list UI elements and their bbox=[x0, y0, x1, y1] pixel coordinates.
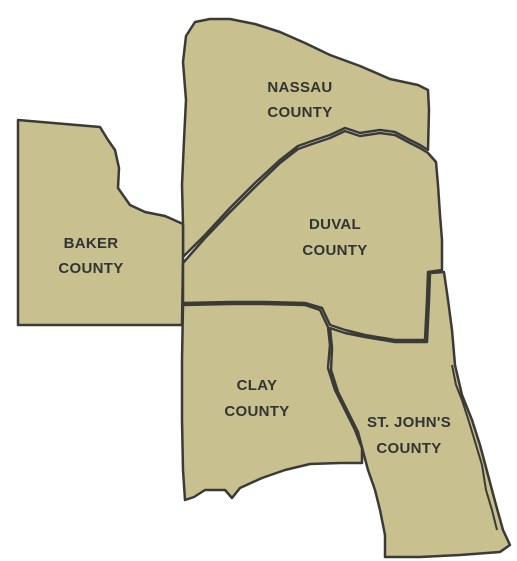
stjohns-label-line1: ST. JOHN'S bbox=[367, 414, 451, 431]
nassau-label-line2: COUNTY bbox=[267, 104, 332, 121]
duval-label-line2: COUNTY bbox=[302, 242, 367, 259]
stjohns-county[interactable] bbox=[328, 270, 512, 559]
baker-county[interactable] bbox=[16, 118, 185, 327]
clay-label-line2: COUNTY bbox=[224, 403, 289, 420]
stjohns-label-line2: COUNTY bbox=[376, 440, 441, 457]
clay-label-line1: CLAY bbox=[237, 377, 278, 394]
nassau-county[interactable] bbox=[180, 17, 431, 259]
nassau-label-line1: NASSAU bbox=[267, 79, 332, 96]
clay-county[interactable] bbox=[180, 302, 364, 502]
intracoastal-river bbox=[451, 364, 498, 531]
baker-label-line2: COUNTY bbox=[58, 260, 123, 277]
duval-label-line1: DUVAL bbox=[309, 216, 361, 233]
baker-label-line1: BAKER bbox=[64, 235, 119, 252]
duval-county[interactable] bbox=[181, 129, 444, 342]
